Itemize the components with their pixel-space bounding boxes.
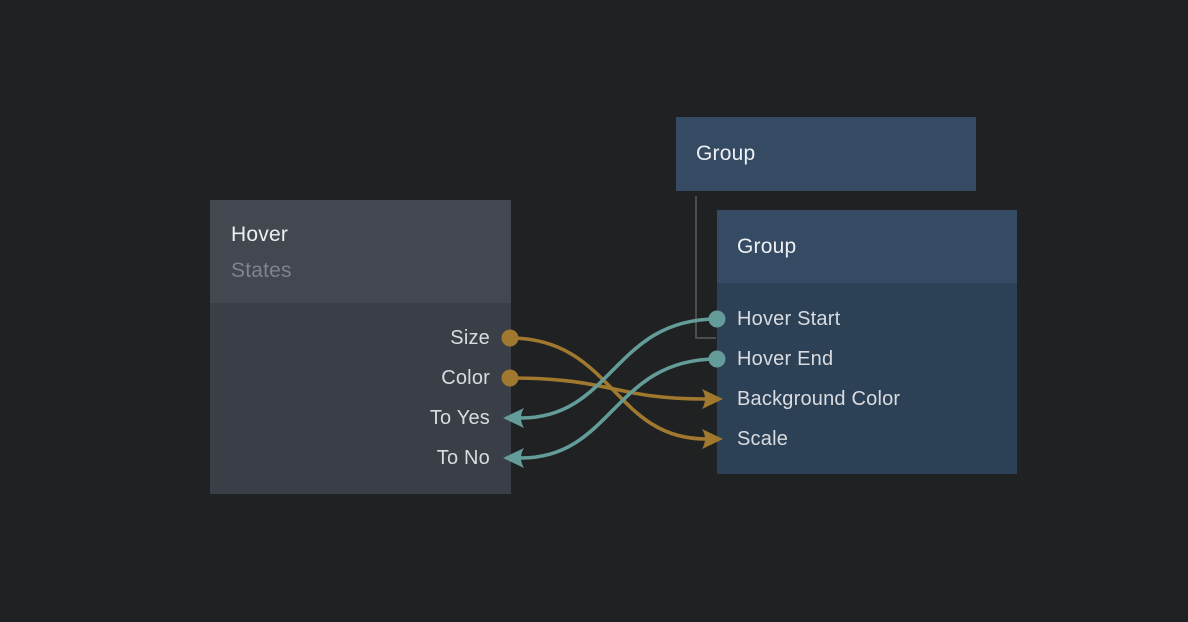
port-size-label: Size <box>450 327 490 349</box>
hover-node-header[interactable]: Hover States <box>210 200 511 303</box>
wire-hover-end-to-to-no[interactable] <box>519 357 719 460</box>
port-size[interactable]: Size <box>210 318 511 358</box>
group-node[interactable]: Group Hover Start Hover End Background C… <box>717 210 1017 474</box>
wire-color-to-background-color[interactable] <box>508 376 708 401</box>
hover-node-subtitle: States <box>231 259 292 282</box>
group-node-title: Group <box>737 234 797 258</box>
parent-child-connector-line <box>695 196 716 339</box>
wire-size-to-scale[interactable] <box>508 336 708 441</box>
group-parent-node[interactable]: Group <box>676 117 976 191</box>
port-hover-start[interactable]: Hover Start <box>717 299 1017 339</box>
group-node-header[interactable]: Group <box>717 210 1017 283</box>
port-scale[interactable]: Scale <box>717 419 1017 459</box>
port-color-label: Color <box>441 367 490 389</box>
port-hover-end-label: Hover End <box>737 348 834 370</box>
port-background-color-label: Background Color <box>737 388 901 410</box>
group-parent-node-title: Group <box>696 142 756 165</box>
group-node-body: Hover Start Hover End Background Color S… <box>717 283 1017 474</box>
wire-hover-start-to-to-yes[interactable] <box>519 317 719 420</box>
hover-states-node[interactable]: Hover States Size Color To Yes To No <box>210 200 511 494</box>
port-hover-end[interactable]: Hover End <box>717 339 1017 379</box>
port-scale-label: Scale <box>737 428 789 450</box>
port-to-yes-label: To Yes <box>429 407 490 429</box>
port-color[interactable]: Color <box>210 358 511 398</box>
port-background-color[interactable]: Background Color <box>717 379 1017 419</box>
port-hover-start-label: Hover Start <box>737 308 841 330</box>
port-to-no-label: To No <box>436 447 490 469</box>
port-to-yes[interactable]: To Yes <box>210 398 511 438</box>
port-to-no[interactable]: To No <box>210 438 511 478</box>
hover-node-body: Size Color To Yes To No <box>210 303 511 494</box>
hover-node-title: Hover <box>231 223 289 246</box>
